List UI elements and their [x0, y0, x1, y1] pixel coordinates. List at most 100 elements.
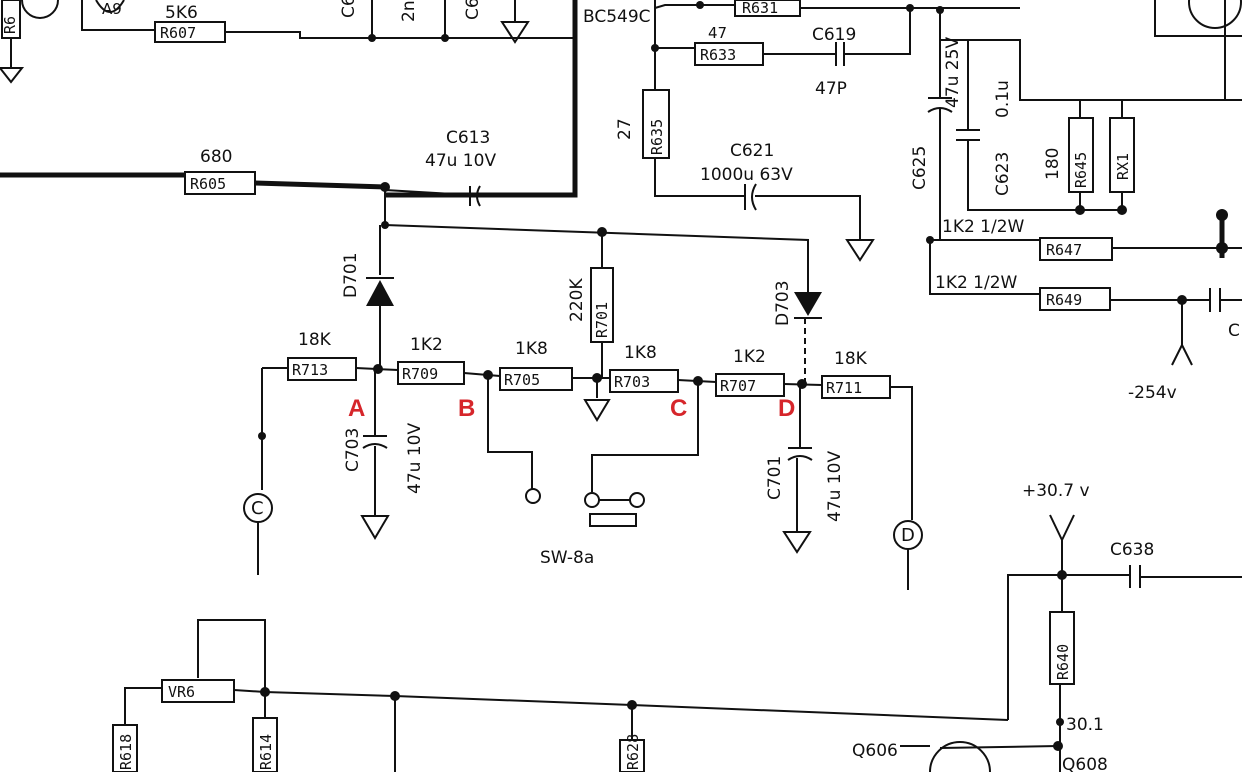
cap-curved-plate: [362, 443, 388, 449]
connector-d-label: D: [901, 525, 915, 546]
r709-value: 1K2: [410, 335, 443, 355]
marker-a: A: [348, 395, 365, 422]
c623-label: C623: [993, 152, 1013, 196]
junction: [1075, 205, 1085, 215]
r605-label: R605: [190, 175, 226, 193]
transistor-q606: [929, 741, 991, 772]
wire: [755, 195, 861, 240]
marker-d: D: [778, 395, 795, 422]
label-a9: A9: [102, 0, 122, 18]
value-5k6: 5K6: [165, 3, 198, 23]
sw8a-label: SW-8a: [540, 548, 594, 568]
wire: [384, 224, 809, 292]
ground-symbol: [845, 239, 875, 262]
r640-label: R640: [1054, 644, 1072, 680]
wire: [233, 689, 266, 693]
r701-value: 220K: [567, 278, 587, 322]
wire: [591, 381, 699, 492]
wire: [844, 8, 911, 55]
thick-bus: [254, 180, 386, 190]
r647-value: 1K2 1/2W: [942, 217, 1025, 237]
vr6-label: VR6: [168, 683, 195, 701]
wire: [124, 687, 162, 725]
c701-value: 47u 10V: [825, 451, 845, 522]
wire: [968, 39, 1242, 101]
junction: [1216, 209, 1228, 221]
supply-arrow: [1171, 300, 1193, 366]
r713-label: R713: [292, 361, 328, 379]
r628-label: R628: [624, 734, 642, 770]
switch-contact: [584, 492, 600, 508]
switch-contact: [525, 488, 541, 504]
c619-label: C619: [812, 25, 856, 45]
r609-label: R6: [1, 16, 19, 34]
r614-label: R614: [257, 734, 275, 770]
resistor-r618-partial: [112, 724, 138, 772]
c625-label: C625: [910, 146, 930, 190]
junction: [696, 1, 704, 9]
wire: [654, 158, 745, 197]
wire: [930, 108, 941, 241]
resistor-chain: 18K R713 1K2 R709 1K8 R705 1K8 R703 1K2 …: [258, 330, 913, 520]
connector-c-group: C: [243, 493, 273, 575]
rx1-label: RX1: [1114, 153, 1132, 180]
junction: [258, 432, 266, 440]
r703-value: 1K8: [624, 343, 657, 363]
resistor-r628-partial: [619, 739, 645, 772]
c619-value: 47P: [815, 79, 847, 99]
wire: [264, 691, 1009, 721]
wire: [967, 140, 1120, 211]
c613-label: C613: [446, 128, 490, 148]
transistor-partial: [21, 0, 59, 19]
ground-symbol: [360, 515, 390, 540]
r631-label: R631: [742, 0, 778, 17]
wire: [95, 0, 125, 13]
r635-label: R635: [648, 119, 666, 155]
resistor-r645: [1068, 117, 1094, 193]
r618-label: R618: [117, 734, 135, 770]
marker-c: C: [670, 395, 687, 422]
c613-value: 47u 10V: [425, 151, 496, 171]
r701-label: R701: [593, 302, 611, 338]
wire: [463, 372, 501, 377]
supply-arrow: [1049, 514, 1075, 575]
r705-label: R705: [504, 371, 540, 389]
r647-label: R647: [1046, 241, 1082, 259]
thick-bus: [385, 0, 578, 198]
junction: [1216, 242, 1228, 254]
wire: [1007, 574, 1130, 720]
c703-value: 47u 10V: [405, 423, 425, 494]
junction: [1056, 718, 1064, 726]
wire: [81, 0, 155, 31]
cap-curved-plate: [751, 183, 757, 211]
cap-curved-plate: [476, 185, 481, 207]
bc549c-label: BC549C: [583, 7, 651, 27]
cap-curved-plate: [787, 455, 813, 461]
r649-label: R649: [1046, 291, 1082, 309]
wire: [900, 745, 1059, 749]
c-right-label: C: [1228, 321, 1240, 341]
r645-value: 180: [1043, 148, 1063, 180]
q608-label: Q608: [1062, 755, 1108, 772]
ground-symbol: [583, 399, 611, 422]
c638-label: C638: [1110, 540, 1154, 560]
wire: [654, 4, 735, 9]
r709-label: R709: [402, 365, 438, 383]
connector-c-label: C: [251, 498, 264, 519]
v301-label: 30.1: [1066, 715, 1104, 735]
ground-symbol: [0, 67, 25, 84]
diode-d701: D701: [341, 225, 394, 368]
c621-value: 1000u 63V: [700, 165, 793, 185]
r635-value: 27: [615, 118, 635, 140]
wire: [225, 31, 575, 39]
wire: [197, 619, 266, 692]
r705-value: 1K8: [515, 339, 548, 359]
top-left-area: R6 A9 5K6 R607 C6 2n C6 BC549C: [0, 0, 651, 198]
switch-actuator: [589, 513, 637, 527]
v-254-label: -254v: [1128, 383, 1177, 403]
bottom-left-area: VR6 R618 R614 R628: [112, 619, 1009, 772]
r633-label: R633: [700, 46, 736, 64]
junction: [797, 379, 807, 389]
bottom-right-area: +30.7 v C638 R640 30.1 Q608 Q606: [852, 481, 1242, 772]
wire: [929, 240, 1040, 295]
